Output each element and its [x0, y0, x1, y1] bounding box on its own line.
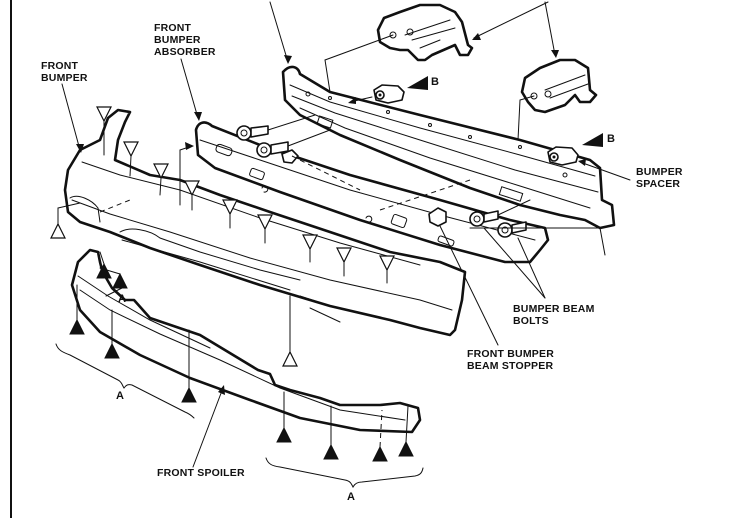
spoiler-fastener-icon — [276, 391, 292, 443]
bumper-beam-bolt — [236, 114, 316, 141]
label-line: FRONT — [41, 60, 79, 72]
clip-location-icon — [379, 255, 395, 284]
clip-location-icon — [123, 141, 139, 177]
label-line: SPACER — [636, 178, 681, 190]
label-line: BEAM STOPPER — [467, 360, 554, 372]
label-front-spoiler: FRONT SPOILER — [157, 467, 245, 479]
spoiler-fastener-markers — [69, 251, 414, 462]
bumper-spacer-lower — [547, 133, 631, 181]
group-bracket-a-left — [55, 343, 195, 419]
clip-location-icon — [336, 247, 352, 277]
label-line: BOLTS — [513, 315, 549, 327]
clip-location-icon — [184, 180, 200, 211]
label-line: BUMPER — [636, 166, 683, 178]
clip-location-icon — [282, 295, 298, 367]
group-bracket-a-small — [105, 287, 123, 297]
bumper-bracket-right — [520, 58, 598, 114]
label-front-bumper: FRONT BUMPER — [41, 60, 88, 84]
front-bumper-beam-stopper — [428, 207, 447, 227]
spoiler-fastener-icon — [372, 409, 388, 462]
bumper-bracket-left — [376, 3, 474, 62]
clip-location-icon — [257, 214, 273, 244]
clip-location-icon — [302, 234, 318, 263]
label-bumper-beam-bolts: BUMPER BEAM BOLTS — [513, 303, 595, 327]
clip-location-icon — [96, 106, 112, 156]
label-front-bumper-absorber: FRONT BUMPER ABSORBER — [154, 22, 216, 58]
label-line: FRONT — [154, 22, 192, 34]
label-line: FRONT BUMPER — [467, 348, 554, 360]
label-line: FRONT SPOILER — [157, 467, 245, 479]
callout-a-small: A — [118, 293, 126, 305]
label-front-bumper-beam-stopper: FRONT BUMPER BEAM STOPPER — [467, 348, 554, 372]
callout-b-upper: B — [431, 76, 439, 88]
spoiler-fastener-icon — [181, 329, 197, 403]
spoiler-fastener-icon — [69, 284, 85, 335]
clip-location-icon — [50, 202, 81, 239]
clip-markers — [50, 106, 395, 367]
label-line: BUMPER — [41, 72, 88, 84]
reference-arrow-icon — [582, 133, 603, 147]
group-bracket-a-bottom — [265, 457, 424, 489]
callout-b-lower: B — [607, 133, 615, 145]
bumper-spacer-upper — [348, 76, 428, 104]
bumper-beam-bolt — [256, 129, 331, 164]
label-line: BUMPER — [154, 34, 201, 46]
spoiler-fastener-icon — [104, 309, 120, 359]
callout-a-bottom: A — [347, 491, 355, 503]
bumper-beam — [281, 65, 616, 230]
spoiler-fastener-icon — [96, 251, 112, 279]
label-line: ABSORBER — [154, 46, 216, 58]
clip-location-icon — [153, 163, 169, 196]
callout-a-left: A — [116, 390, 124, 402]
label-line: BUMPER BEAM — [513, 303, 595, 315]
spoiler-fastener-icon — [323, 405, 339, 460]
reference-arrow-icon — [407, 76, 428, 90]
clip-location-icon — [222, 199, 238, 229]
label-bumper-spacer: BUMPER SPACER — [636, 166, 683, 190]
bumper-beam-bolt — [469, 199, 531, 227]
spoiler-fastener-icon — [99, 267, 128, 289]
spoiler-fastener-icon — [398, 405, 414, 457]
